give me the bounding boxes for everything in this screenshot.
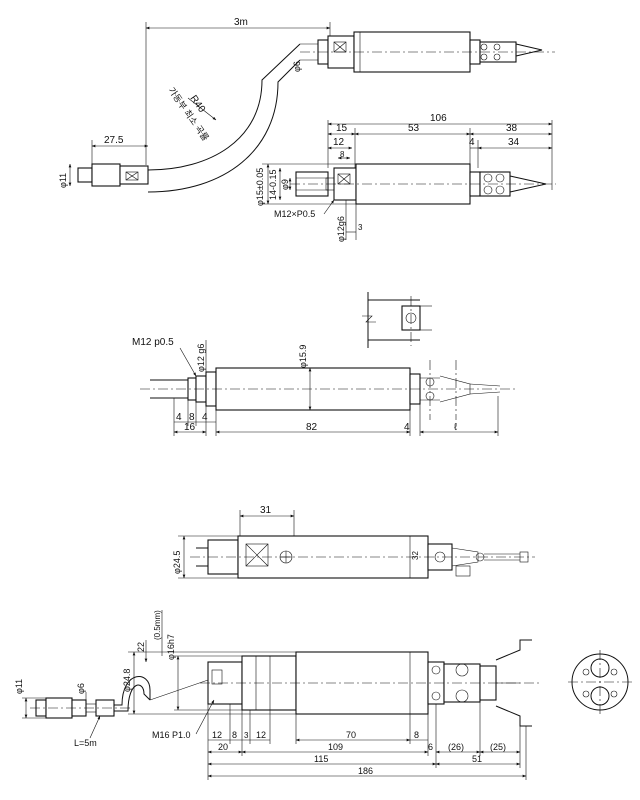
dim-v2-82: 82 bbox=[306, 422, 318, 433]
dim-34: 34 bbox=[508, 137, 520, 148]
dim-v4-22: 22 bbox=[136, 642, 146, 652]
bend-note: 가동부 최소 곡률 bbox=[166, 85, 210, 142]
dim-cable-dia: φ6 bbox=[292, 61, 302, 72]
view-1-sensor-with-cable: 3m φ6 R40 가동부 최소 곡률 27.5 φ11 bbox=[58, 17, 556, 242]
dim-v2-4a: 4 bbox=[176, 412, 182, 423]
dim-stem-dia2: φ12 g6 bbox=[196, 344, 206, 372]
dim-8: 8 bbox=[340, 150, 345, 159]
dim-v4-25: (25) bbox=[490, 742, 506, 752]
dim-v4-115: 115 bbox=[314, 754, 328, 764]
dim-v4-8b: 8 bbox=[414, 730, 419, 740]
dim-conn-dia: φ11 bbox=[58, 173, 68, 188]
dim-3: 3 bbox=[358, 223, 363, 232]
dim-v4-186: 186 bbox=[358, 766, 373, 776]
dim-v2-16: 16 bbox=[184, 422, 196, 433]
dim-v4-cable-dia: φ6 bbox=[76, 683, 86, 694]
thread-label: M12 p0.5 bbox=[132, 337, 174, 348]
dim-v2-ell: ℓ bbox=[454, 422, 458, 433]
dim-v4-12a: 12 bbox=[212, 730, 222, 740]
dim-stem-dia: φ9 bbox=[280, 179, 290, 190]
dim-v2-8: 8 bbox=[189, 412, 195, 423]
dim-v3-body-dia: φ24.5 bbox=[172, 551, 182, 574]
dim-v4-12b: 12 bbox=[256, 730, 266, 740]
cable-length: L=5m bbox=[74, 738, 97, 748]
dim-body-tol: φ15±0.05 bbox=[255, 168, 265, 206]
dim-conn-len: 27.5 bbox=[104, 135, 124, 146]
dim-v4-3: 3 bbox=[244, 731, 249, 740]
v4-note: (0.5mm) bbox=[153, 610, 162, 640]
dim-total-106: 106 bbox=[430, 113, 447, 124]
dim-15: 15 bbox=[336, 123, 348, 134]
dim-v4-26: (26) bbox=[448, 742, 464, 752]
dim-v4-51: 51 bbox=[472, 754, 482, 764]
dim-v4-20: 20 bbox=[218, 742, 228, 752]
thread-m12: M12×P0.5 bbox=[274, 209, 315, 219]
dim-v4-conn-dia: φ11 bbox=[14, 679, 24, 694]
dim-v2-4b: 4 bbox=[202, 412, 208, 423]
v3-small-label: 32 bbox=[411, 551, 420, 560]
dim-12: 12 bbox=[333, 137, 345, 148]
dim-inner-tol: 14-0.15 bbox=[268, 169, 278, 200]
dim-v4-70: 70 bbox=[346, 730, 356, 740]
dim-cable-length: 3m bbox=[234, 17, 248, 28]
view-4-sensor-full: φ11 φ6 L=5m φ24.8 22 (0.5mm) bbox=[14, 610, 632, 780]
dim-v4-8a: 8 bbox=[232, 730, 237, 740]
thread-m16: M16 P1.0 bbox=[152, 730, 191, 740]
dim-38: 38 bbox=[506, 123, 518, 134]
dim-v4-stem-dia: φ16h7 bbox=[166, 634, 176, 660]
dim-53: 53 bbox=[408, 123, 420, 134]
view-2-sensor-side: M12 p0.5 φ12 g6 φ15.9 4 8 4 16 82 4 ℓ bbox=[132, 292, 515, 436]
dim-v4-body-dia: φ24.8 bbox=[122, 669, 132, 692]
dim-v3-31: 31 bbox=[260, 505, 272, 516]
dim-4: 4 bbox=[469, 137, 475, 148]
view-3-large-sensor: 31 32 φ24.5 bbox=[172, 505, 535, 579]
dim-v4-6: 6 bbox=[428, 742, 433, 752]
dim-v2-4c: 4 bbox=[404, 422, 410, 433]
dim-v4-109: 109 bbox=[328, 742, 343, 752]
end-view bbox=[568, 650, 632, 714]
dim-body-dia2: φ15.9 bbox=[298, 345, 308, 368]
dim-stem-lower: φ12g6 bbox=[336, 216, 346, 242]
